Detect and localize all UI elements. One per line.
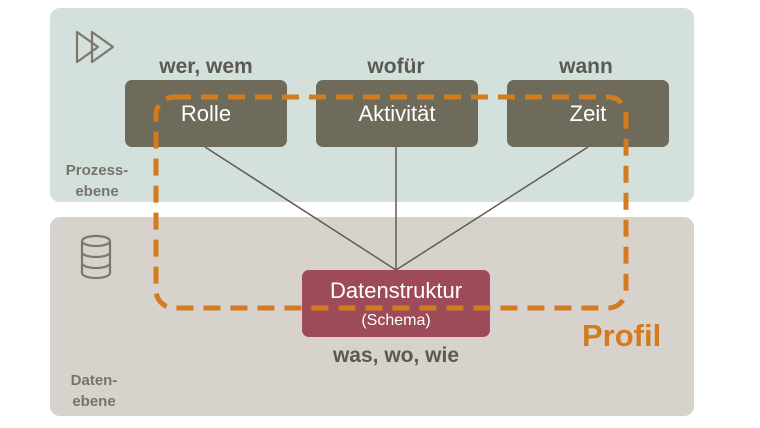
profile-label: Profil — [582, 318, 662, 353]
question-label-what-for: wofür — [367, 55, 425, 78]
question-label-when: wann — [559, 55, 613, 78]
node-data-structure-subtitle: (Schema) — [361, 312, 431, 329]
data-layer-label: Daten- ebene — [70, 372, 118, 410]
node-time: Zeit — [507, 80, 669, 147]
question-label-what-where-how: was, wo, wie — [332, 344, 460, 367]
connector-time — [395, 146, 589, 271]
node-activity: Aktivität — [316, 80, 478, 147]
node-time-label: Zeit — [569, 100, 607, 126]
process-layer-label: Prozess- ebene — [65, 162, 129, 200]
node-role: Rolle — [125, 80, 287, 147]
play-forward-icon — [75, 30, 115, 64]
node-role-label: Rolle — [180, 100, 232, 126]
node-data-structure: Datenstruktur (Schema) — [302, 270, 490, 337]
database-icon — [80, 234, 112, 280]
connector-role — [204, 146, 397, 271]
node-data-structure-title: Datenstruktur — [329, 278, 463, 303]
node-activity-label: Aktivität — [358, 100, 436, 126]
question-label-who: wer, wem — [159, 55, 253, 78]
